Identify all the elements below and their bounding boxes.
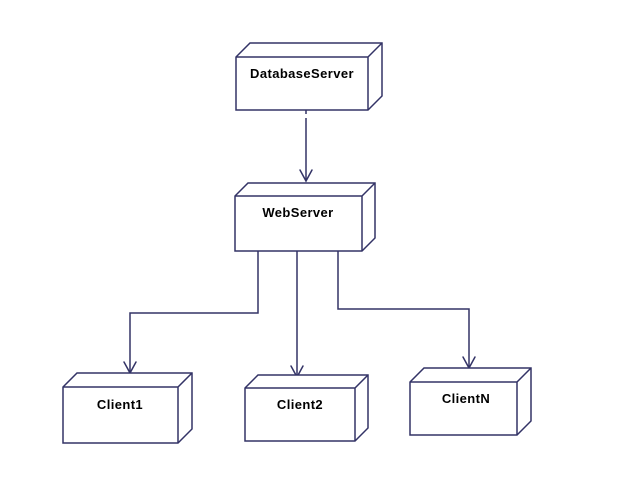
node-web-server-label: WebServer xyxy=(262,205,333,220)
node-database-server: DatabaseServer xyxy=(235,42,383,111)
node-3d-box-inner-edges xyxy=(235,182,376,251)
arrowhead-icon xyxy=(299,169,313,183)
node-3d-box-shape xyxy=(244,374,369,442)
edge-webserver-clientn xyxy=(337,251,476,370)
node-3d-box-shape xyxy=(62,372,193,444)
node-3d-box-shape xyxy=(235,42,383,111)
node-client-n-label: ClientN xyxy=(442,391,490,406)
node-client-2-label: Client2 xyxy=(277,397,323,412)
node-3d-box-shape xyxy=(409,367,532,436)
node-3d-box-inner-edges xyxy=(410,367,532,435)
node-client-1-label: Client1 xyxy=(97,397,143,412)
node-3d-box-shape xyxy=(234,182,376,252)
node-client-1: Client1 xyxy=(62,372,193,444)
node-client-2: Client2 xyxy=(244,374,369,442)
node-3d-box-inner-edges xyxy=(236,42,383,110)
node-3d-box-inner-edges xyxy=(63,372,193,443)
node-database-server-label: DatabaseServer xyxy=(250,66,354,81)
node-web-server: WebServer xyxy=(234,182,376,252)
edge-databaseserver-webserver xyxy=(299,110,313,183)
node-client-n: ClientN xyxy=(409,367,532,436)
edge-webserver-client2 xyxy=(290,251,304,379)
edge-webserver-client1 xyxy=(123,251,259,375)
node-3d-box-inner-edges xyxy=(245,374,369,441)
edge-line xyxy=(129,251,259,372)
edge-line xyxy=(337,251,470,367)
